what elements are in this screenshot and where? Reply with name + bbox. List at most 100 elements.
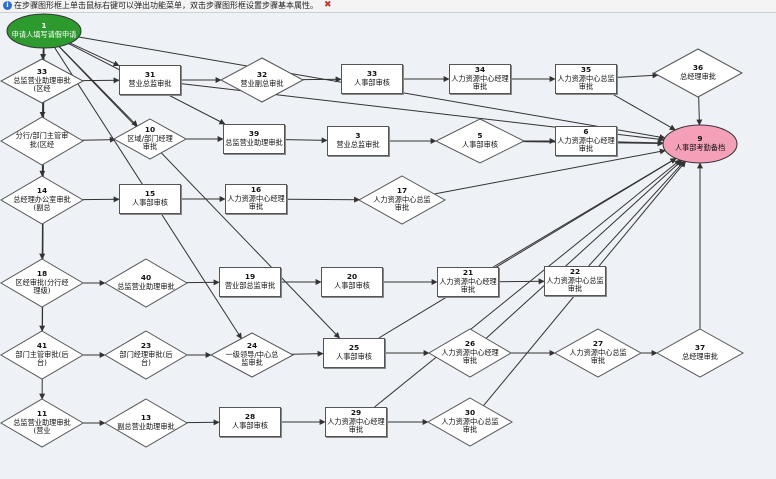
step-number: 34	[474, 64, 486, 74]
clear-icon[interactable]	[324, 0, 333, 11]
connector-21	[81, 136, 116, 143]
step-number: 13	[140, 413, 152, 423]
diamond-shape-8	[0, 116, 84, 166]
step-label: 营业总监审批	[336, 140, 380, 150]
diamond-shape-27	[209, 332, 295, 378]
step-number: 1	[41, 21, 47, 31]
step-label: 人力资源中心总监审批	[557, 73, 615, 92]
diamond-shape-30	[553, 328, 643, 378]
hint-text: 在步骤图形框上单击鼠标右键可以弹出功能菜单，双击步骤图形框设置步骤基本属性。	[14, 1, 318, 10]
step-number: 19	[244, 272, 256, 282]
diamond-shape-29	[428, 328, 512, 378]
step-label: 人力资源中心总监审批	[569, 347, 627, 366]
diamond-shape-3	[219, 57, 305, 103]
step-label: 总监营业助理审批(营业	[13, 417, 71, 436]
step-label: 人事部审核	[462, 140, 498, 150]
step-label: 区经审批(分行经理级)	[15, 277, 69, 296]
step-label: 营业副总审批	[240, 79, 284, 89]
info-icon: i	[3, 1, 12, 10]
step-label: 总监营业助理审批	[117, 282, 175, 292]
diamond-shape-12	[434, 118, 526, 164]
step-label: 总监营业助理审批(区经	[13, 75, 71, 94]
step-label: 人事部考勤备档	[674, 143, 726, 153]
step-node-x-8[interactable]: 分行/部门主管审批(区经	[12, 117, 71, 165]
connector-41	[291, 350, 324, 357]
diamond-shape-25	[0, 330, 84, 380]
connector-37	[588, 160, 685, 267]
step-label: 营业部总监审批	[224, 281, 276, 291]
step-label: 人力资源中心总监审批	[373, 194, 431, 213]
diamond-shape-18	[357, 175, 447, 225]
step-number: 32	[256, 70, 268, 80]
connector-47	[378, 158, 677, 339]
step-number: 39	[248, 129, 260, 139]
diamond-shape-36	[426, 397, 514, 447]
step-label: 总监营业助理审批	[225, 138, 283, 148]
step-label: 总经理审批	[682, 352, 718, 362]
step-label: 人力资源中心经理审批	[441, 347, 499, 366]
step-label: 营业总监审批	[128, 79, 172, 89]
step-label: 副总营业助理审批	[117, 422, 175, 432]
connector-19	[612, 93, 676, 131]
step-number: 5	[477, 131, 483, 141]
step-number: 28	[244, 412, 256, 422]
diamond-shape-15	[0, 175, 84, 225]
step-label: 总经理审批	[680, 72, 716, 82]
connector-10	[58, 46, 340, 339]
connector-6	[69, 42, 120, 67]
connector-26	[616, 139, 664, 146]
diamond-shape-1	[0, 58, 85, 104]
step-number: 33	[366, 69, 378, 79]
step-label: 人力资源中心经理审批	[451, 73, 509, 92]
step-number: 6	[583, 126, 589, 136]
step-number: 22	[569, 266, 581, 276]
step-number: 36	[692, 63, 704, 73]
step-number: 20	[346, 272, 358, 282]
diamond-shape-19	[0, 258, 84, 308]
step-label: 人事部审核	[336, 352, 372, 362]
step-number: 3	[355, 131, 361, 141]
step-label: 人事部审核	[354, 78, 390, 88]
step-number: 35	[580, 64, 592, 74]
step-number: 17	[396, 185, 408, 195]
step-number: 40	[140, 273, 152, 283]
step-number: 11	[36, 408, 48, 418]
